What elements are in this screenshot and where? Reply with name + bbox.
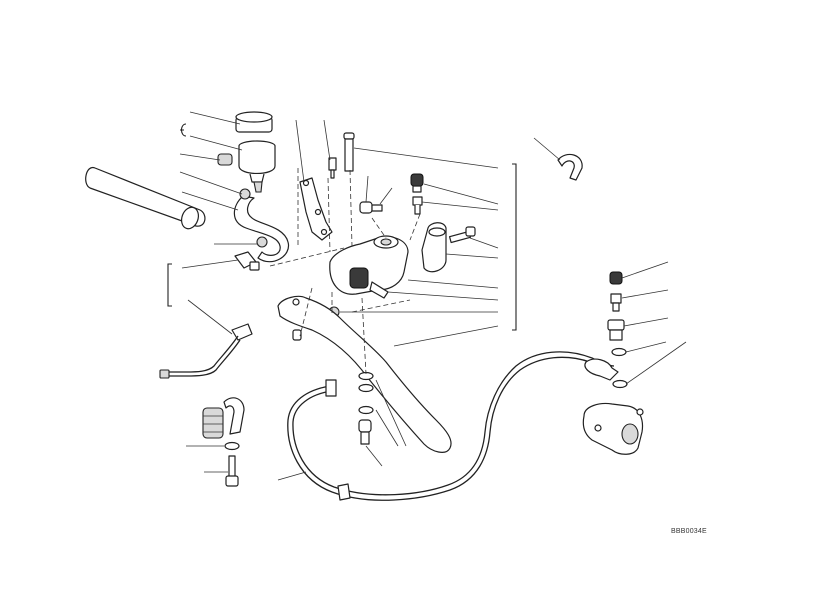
guide-screw: [225, 455, 239, 487]
reservoir-grommet: [217, 153, 233, 166]
bleed-valve: [412, 196, 423, 215]
hose-fitting: [234, 251, 260, 271]
long-pin: [343, 132, 355, 172]
hydraulic-hose: [287, 351, 619, 501]
clamp-screw: [448, 226, 476, 244]
slave-bleed-valve: [610, 293, 622, 312]
slave-union: [607, 319, 625, 341]
bleed-valve-cap: [410, 173, 424, 193]
slave-cylinder: [582, 402, 644, 455]
reservoir-hose: [233, 188, 290, 263]
hose-guide-grommet: [202, 407, 224, 439]
reservoir-bracket: [299, 177, 333, 241]
assembly-dash-lines: [269, 168, 421, 375]
drawing-reference-code: BBB0034E: [671, 528, 707, 535]
callout-leader-lines: [179, 111, 687, 481]
master-cylinder-body: [329, 235, 409, 299]
slave-bleed-cap: [609, 271, 623, 285]
group-brackets: [167, 123, 517, 331]
clutch-lever: [277, 295, 452, 453]
slave-washers: [611, 347, 628, 389]
socket-screw: [359, 201, 383, 214]
banjo-washers: [358, 371, 374, 415]
hose-guide-clip: [223, 397, 245, 435]
handlebar-clamp: [421, 222, 447, 273]
banjo-bolt: [358, 419, 372, 445]
handlebar-tube: [85, 166, 206, 230]
fluid-reservoir: [238, 140, 276, 193]
reservoir-cap: [235, 111, 273, 133]
bracket-screw: [328, 157, 337, 179]
hose-clip: [557, 153, 583, 181]
clutch-switch-cable: [159, 323, 253, 379]
guide-washer: [224, 441, 240, 451]
